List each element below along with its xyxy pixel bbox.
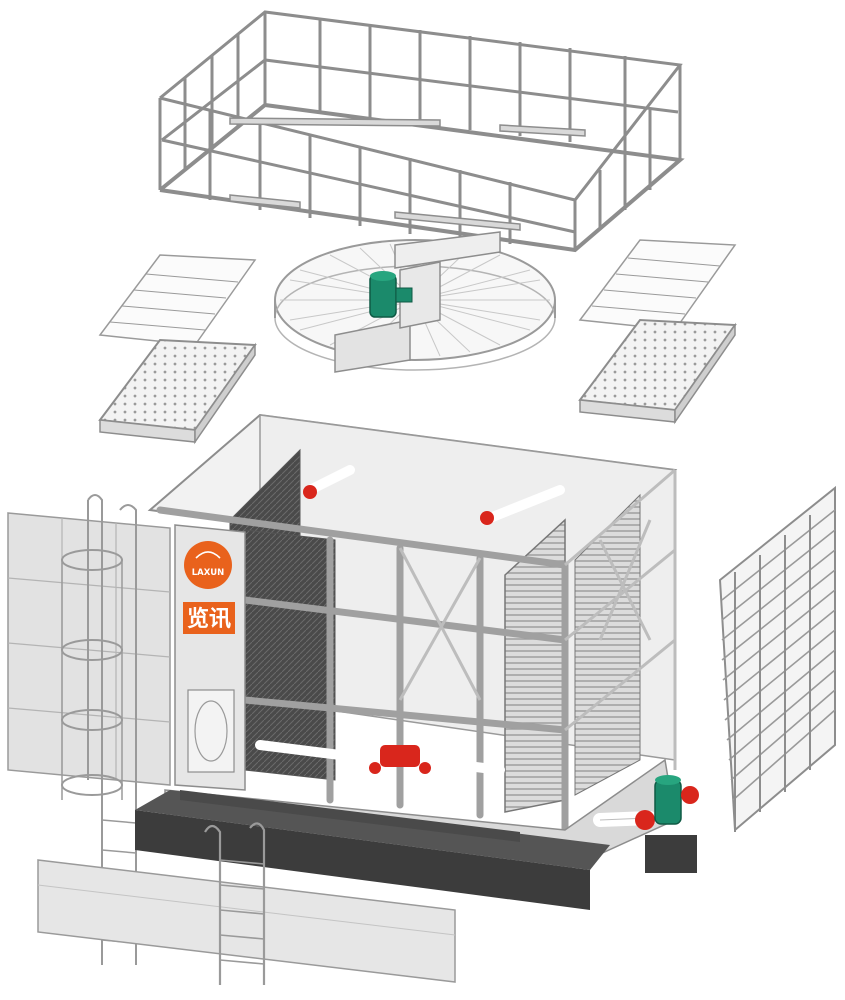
side-louver-panel bbox=[718, 485, 836, 833]
left-hot-water-basin bbox=[98, 338, 257, 445]
left-cover-grille bbox=[98, 254, 257, 346]
main-frame bbox=[147, 413, 678, 871]
front-end-panel bbox=[174, 524, 246, 791]
logo-text: LAXUN bbox=[192, 568, 225, 578]
base-beams bbox=[135, 790, 610, 910]
fan-motor bbox=[369, 271, 413, 318]
access-ladder bbox=[204, 822, 266, 985]
circulation-pump bbox=[593, 775, 699, 873]
right-hot-water-basin bbox=[578, 318, 737, 425]
brand-logo: LAXUN bbox=[184, 541, 232, 589]
right-cover-grille bbox=[578, 239, 737, 331]
brand-chinese-name: 览讯 bbox=[183, 602, 235, 634]
bottom-walkway-panel bbox=[37, 859, 456, 983]
caged-ladder bbox=[61, 494, 137, 965]
brand-chinese-text: 览讯 bbox=[187, 606, 231, 632]
fan-stack bbox=[274, 231, 556, 373]
top-guardrail bbox=[158, 10, 685, 253]
